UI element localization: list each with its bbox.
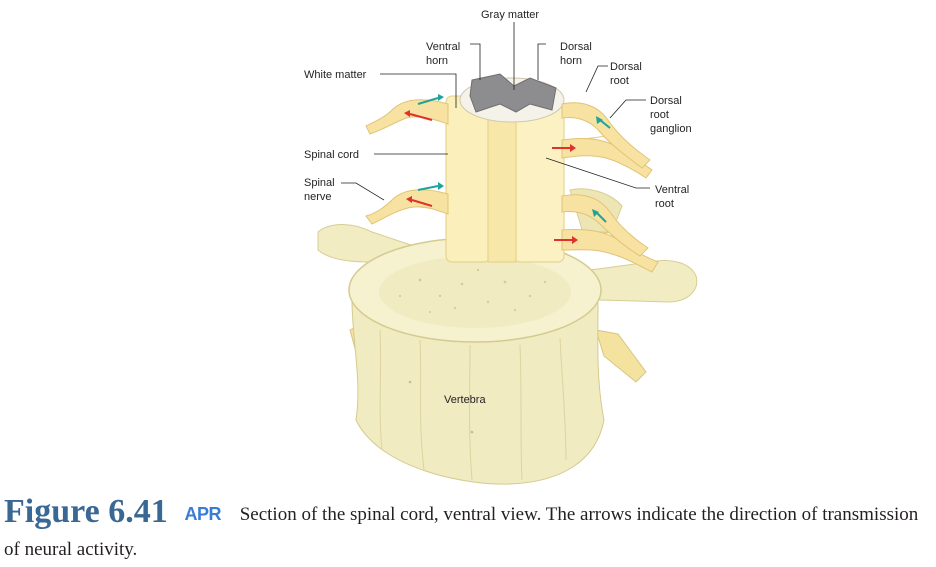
red-arrow-lower-left xyxy=(411,199,433,207)
red-arrow-upper-left xyxy=(409,113,433,121)
figure-caption: Figure 6.41 APR Section of the spinal co… xyxy=(4,494,932,567)
cord-left-column xyxy=(445,95,491,263)
lower-right-dorsal-root-ganglion xyxy=(561,194,649,257)
label-white-matter: White matter xyxy=(304,69,367,81)
apr-badge[interactable]: APR xyxy=(184,504,221,524)
teal-arrow-lower-left xyxy=(417,185,439,191)
lower-right-ventral-root xyxy=(561,229,659,273)
cord-right-column xyxy=(513,103,565,263)
nerves xyxy=(365,99,659,273)
upper-right-dorsal-root-ganglion xyxy=(561,102,651,169)
lower-left-spinal-nerve xyxy=(365,189,449,225)
teal-arrow-upper-right xyxy=(599,119,611,129)
label-gray-matter: Gray matter xyxy=(481,9,539,21)
caption-text: Section of the spinal cord, ventral view… xyxy=(4,504,919,560)
upper-right-ventral-root xyxy=(561,137,653,179)
lower-right-process xyxy=(595,329,647,383)
upper-left-spinal-nerve xyxy=(365,99,449,135)
vertebral-body xyxy=(351,299,605,485)
figure-number: Figure 6.41 xyxy=(4,493,168,530)
teal-arrow-lower-right xyxy=(595,211,607,223)
right-transverse-process xyxy=(589,260,698,303)
teal-arrow-upper-left xyxy=(417,97,439,105)
label-vertebra: Vertebra xyxy=(444,394,486,406)
gray-matter-shape xyxy=(469,73,557,113)
direction-arrows xyxy=(404,94,611,244)
label-spinal-cord: Spinal cord xyxy=(304,149,359,161)
leader-lines xyxy=(341,22,650,201)
